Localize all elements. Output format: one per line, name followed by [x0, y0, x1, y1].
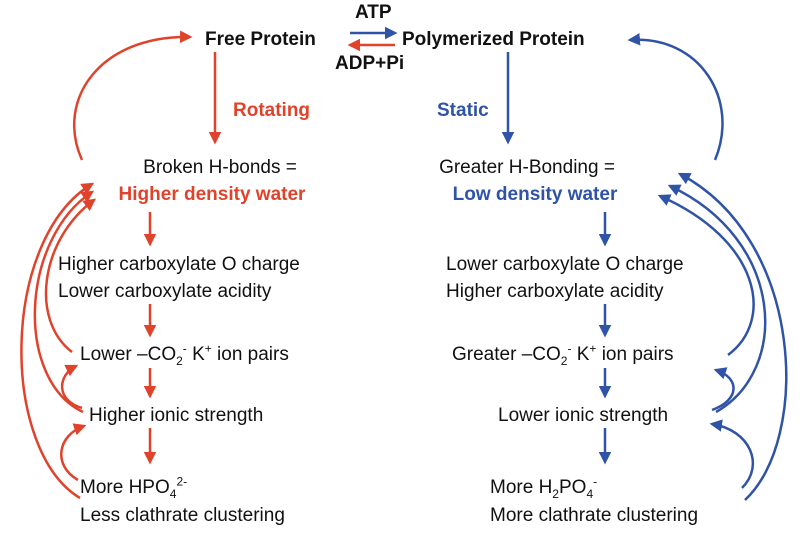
left-line2: Higher density water	[118, 184, 306, 205]
red-feedback-mid	[33, 190, 95, 414]
right-phosphate: More H2PO4-	[490, 474, 598, 501]
left-ion-pairs: Lower –CO2- K+ ion pairs	[80, 341, 289, 368]
atp-label: ATP	[355, 2, 392, 23]
red-top-loop-arrow	[72, 30, 193, 161]
right-line1: Greater H-Bonding =	[439, 157, 615, 178]
rotating-label: Rotating	[233, 100, 311, 121]
left-phosphate: More HPO42-	[80, 474, 188, 501]
blue-ionic-to-ionpair	[711, 367, 735, 412]
right-line4: Higher carboxylate acidity	[446, 281, 664, 302]
left-ionic-strength: Higher ionic strength	[89, 405, 264, 426]
left-line1: Broken H-bonds =	[143, 157, 297, 178]
red-phosphate-to-ionic	[60, 423, 87, 482]
red-feedback-inner	[44, 198, 97, 353]
free-protein-label: Free Protein	[205, 29, 316, 50]
blue-feedback-inner	[657, 194, 755, 357]
static-label: Static	[437, 100, 489, 121]
red-ionic-to-ionpair	[60, 364, 83, 410]
polymerized-protein-label: Polymerized Protein	[402, 29, 585, 50]
blue-top-loop-arrow	[627, 33, 724, 161]
adp-pi-label: ADP+Pi	[335, 53, 405, 74]
left-clathrate: Less clathrate clustering	[80, 505, 285, 526]
left-line4: Lower carboxylate acidity	[58, 281, 272, 302]
right-ion-pairs: Greater –CO2- K+ ion pairs	[452, 341, 674, 368]
right-clathrate: More clathrate clustering	[490, 505, 699, 526]
blue-phosphate-to-ionic	[709, 419, 754, 489]
blue-feedback-outer	[677, 172, 788, 501]
right-line2: Low density water	[452, 184, 618, 205]
red-feedback-outer	[20, 182, 95, 500]
right-ionic-strength: Lower ionic strength	[498, 405, 669, 426]
left-line3: Higher carboxylate O charge	[58, 254, 300, 275]
blue-feedback-mid	[667, 184, 767, 414]
right-line3: Lower carboxylate O charge	[446, 254, 684, 275]
